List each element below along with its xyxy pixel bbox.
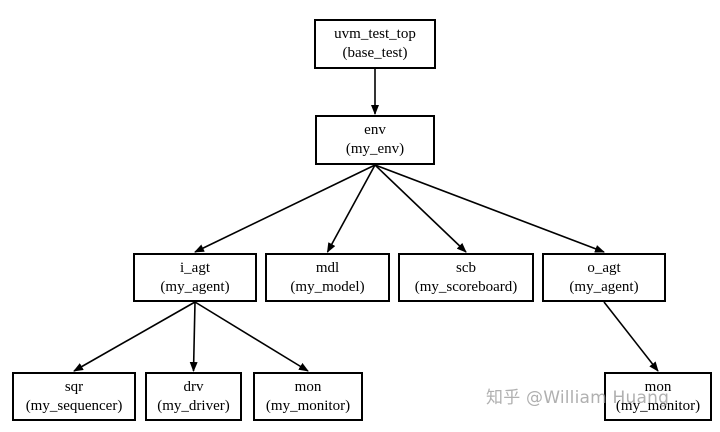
node-name: drv	[183, 378, 204, 395]
edge-i_agt-to-drv	[189, 301, 198, 372]
node-name: env	[364, 122, 386, 138]
node-sqr: sqr (my_sequencer)	[12, 372, 136, 421]
node-drv: drv (my_driver)	[145, 372, 242, 421]
node-type: (my_sequencer)	[25, 397, 123, 414]
node-type: (my_monitor)	[265, 397, 351, 414]
node-name: o_agt	[587, 259, 621, 276]
node-type: (my_monitor)	[615, 397, 701, 414]
edge-env-to-scb	[374, 164, 467, 253]
edge-env-to-mdl	[326, 164, 376, 253]
node-o-mon: mon (my_monitor)	[604, 372, 712, 421]
node-type: (my_driver)	[157, 397, 230, 414]
edge-env-to-i_agt	[194, 164, 376, 253]
node-name: mdl	[315, 259, 340, 276]
node-name: uvm_test_top	[334, 26, 416, 42]
node-name: i_agt	[180, 259, 210, 276]
node-type: (my_model)	[290, 278, 365, 295]
node-name: sqr	[64, 378, 84, 395]
node-mdl: mdl (my_model)	[265, 253, 390, 302]
node-name: mon	[294, 378, 322, 395]
node-type: (my_env)	[345, 141, 405, 157]
node-type: (my_agent)	[160, 278, 230, 295]
node-scb: scb (my_scoreboard)	[398, 253, 534, 302]
edge-o_agt-to-o_mon	[603, 301, 659, 372]
node-uvm-test-top: uvm_test_top (base_test)	[314, 19, 436, 69]
watermark-text: 知乎 @William Huang	[486, 388, 670, 408]
node-name: mon	[644, 378, 672, 395]
edge-i_agt-to-sqr	[73, 301, 196, 372]
edge-i_agt-to-i_mon	[194, 301, 309, 372]
node-name: scb	[456, 259, 476, 276]
node-o-agt: o_agt (my_agent)	[542, 253, 666, 302]
node-i-agt: i_agt (my_agent)	[133, 253, 257, 302]
node-env: env (my_env)	[315, 115, 435, 165]
node-type: (base_test)	[342, 45, 408, 61]
edge-env-to-o_agt	[374, 164, 605, 253]
node-type: (my_agent)	[569, 278, 639, 295]
node-i-mon: mon (my_monitor)	[253, 372, 363, 421]
node-type: (my_scoreboard)	[414, 278, 518, 295]
